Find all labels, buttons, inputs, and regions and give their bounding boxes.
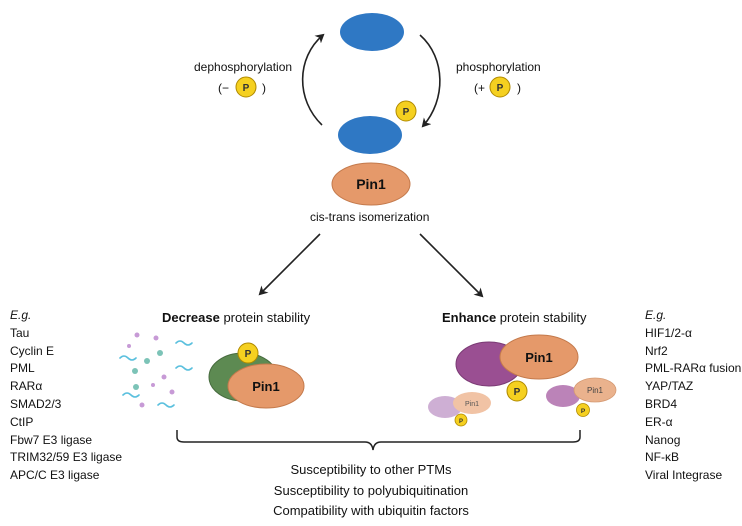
list-item: HIF1/2-α [645, 325, 692, 340]
degradation-dots [127, 332, 175, 408]
list-item: RARα [10, 379, 43, 394]
dephosphorylation-arrow [301, 33, 325, 126]
svg-text:P: P [514, 387, 521, 398]
eg-label: E.g. [645, 308, 667, 322]
svg-text:P: P [245, 349, 252, 360]
svg-text:P: P [581, 408, 586, 415]
phosphate-icon: P [576, 403, 590, 417]
phosphate-icon: P [454, 413, 468, 427]
decrease-header: Decrease protein stability [162, 310, 311, 325]
pin1-enzyme [331, 162, 411, 206]
arrow-to-enhance [419, 233, 484, 298]
dephosphorylation-close: ) [262, 81, 266, 95]
pin1-enzyme [227, 363, 305, 409]
outcome-brace [176, 430, 581, 451]
eg-label: E.g. [10, 308, 32, 322]
pin1-label: Pin1 [252, 379, 279, 394]
list-item: NF-κB [645, 450, 679, 465]
list-item: SMAD2/3 [10, 396, 62, 411]
list-item: ER-α [645, 414, 673, 429]
list-item: CtIP [10, 414, 34, 429]
phosphorylation-label: phosphorylation [456, 60, 541, 74]
arrow-to-decrease [258, 233, 321, 296]
svg-text:P: P [243, 83, 250, 94]
list-item: BRD4 [645, 396, 678, 411]
protein-phosphorylated [338, 116, 402, 154]
outcome-item: Susceptibility to polyubiquitination [273, 482, 469, 498]
phosphate-icon: P [235, 76, 257, 98]
pin1-label: Pin1 [525, 350, 552, 365]
phosphorylation-close: ) [517, 81, 521, 95]
pin1-label: Pin1 [356, 176, 386, 192]
enhance-header: Enhance protein stability [442, 310, 587, 325]
phosphate-icon: P [395, 100, 417, 122]
list-item: Fbw7 E3 ligase [10, 432, 93, 447]
list-item: PML-RARα fusion [645, 361, 742, 376]
pin1-enzyme-small [453, 392, 491, 414]
pin1-label-small: Pin1 [587, 386, 604, 395]
list-item: Cyclin E [10, 343, 55, 358]
outcome-item: Compatibility with ubiquitin factors [273, 503, 469, 518]
pin1-enzyme-small [573, 377, 617, 403]
phosphorylation-sign: (+ [474, 81, 486, 95]
protein-unphosphorylated [340, 13, 404, 51]
svg-text:P: P [403, 107, 410, 118]
list-item: PML [10, 361, 35, 376]
enhance-examples-list: E.g. HIF1/2-α Nrf2 PML-RARα fusion YAP/T… [645, 307, 741, 485]
list-item: TRIM32/59 E3 ligase [10, 450, 123, 465]
list-item: Viral Integrase [645, 468, 723, 483]
isomerization-label: cis-trans isomerization [310, 210, 430, 224]
degradation-fragments [119, 340, 193, 408]
phosphate-icon: P [237, 342, 259, 364]
phosphorylation-arrow [419, 34, 441, 128]
list-item: APC/C E3 ligase [10, 468, 100, 483]
dephosphorylation-sign: (− [218, 81, 230, 95]
list-item: YAP/TAZ [645, 379, 694, 394]
decrease-examples-list: E.g. Tau Cyclin E PML RARα SMAD2/3 CtIP … [10, 307, 122, 485]
pin1-enzyme [499, 334, 579, 380]
svg-text:P: P [497, 83, 504, 94]
phosphate-icon: P [489, 76, 511, 98]
protein-purple-small [546, 385, 580, 407]
outcomes-list: Susceptibility to other PTMs Susceptibil… [0, 460, 742, 522]
pin1-label-small: Pin1 [465, 401, 479, 408]
list-item: Nrf2 [645, 343, 668, 358]
svg-text:P: P [459, 419, 463, 425]
list-item: Tau [10, 325, 30, 340]
phosphate-icon: P [506, 380, 528, 402]
dephosphorylation-label: dephosphorylation [194, 60, 293, 74]
outcome-item: Susceptibility to other PTMs [290, 462, 452, 477]
list-item: Nanog [645, 432, 681, 447]
